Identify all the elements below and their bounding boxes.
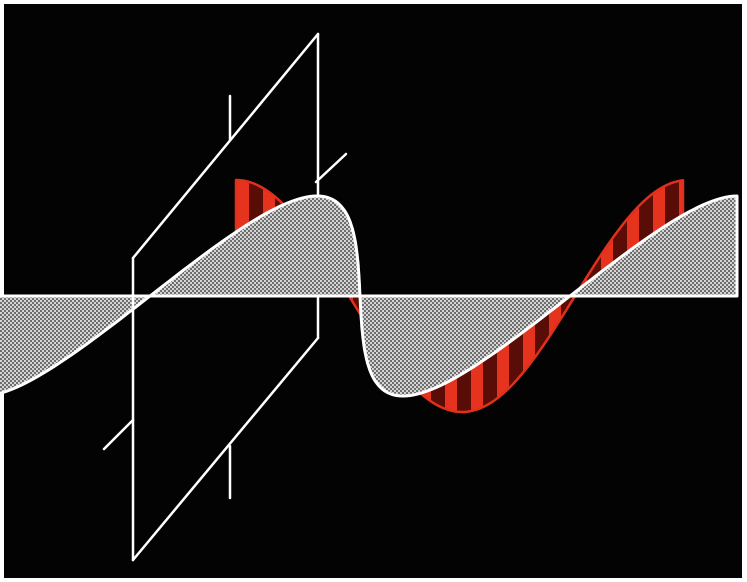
diagonal-axis-upper: [314, 152, 348, 184]
diagonal-axis-lower: [102, 418, 135, 451]
plane-bottom-edge: [131, 336, 320, 562]
polarization-plane-front: [131, 256, 320, 562]
plane-top-edge: [131, 32, 320, 260]
